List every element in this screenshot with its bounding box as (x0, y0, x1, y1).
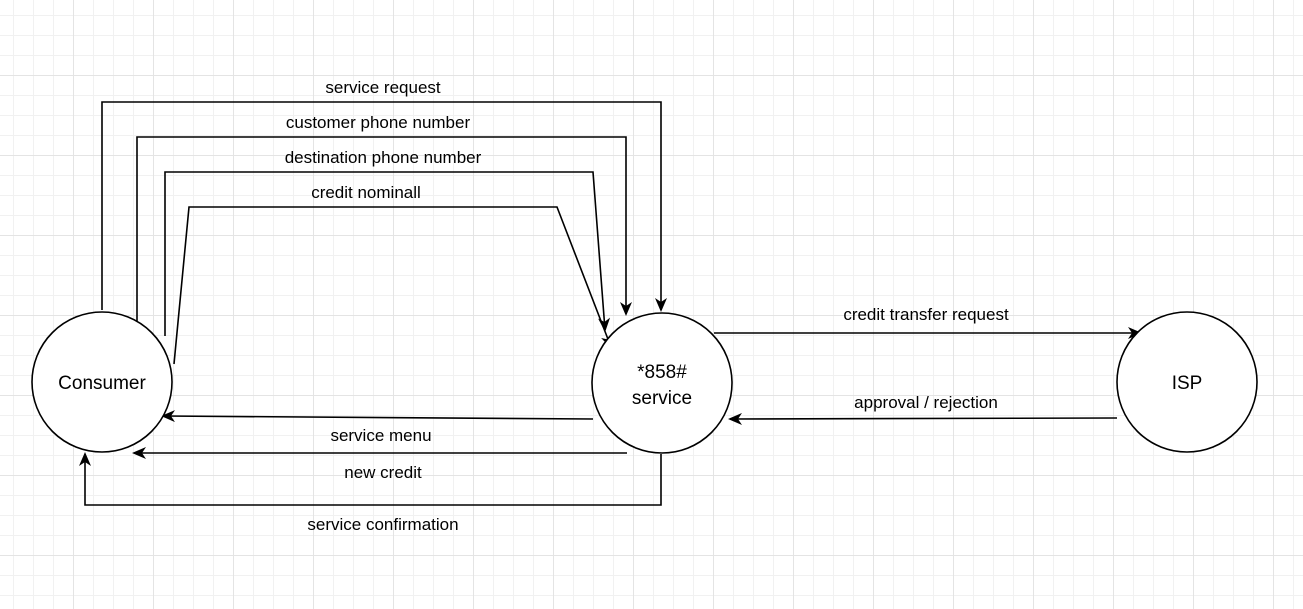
edge-service-request (101, 101, 667, 312)
node-service[interactable]: *858# service (591, 312, 733, 454)
label-new-credit: new credit (344, 463, 422, 482)
isp-circle (1116, 311, 1258, 453)
label-destination-phone-number: destination phone number (285, 148, 482, 167)
isp-label: ISP (1172, 373, 1203, 394)
edge-destination-phone-number (164, 171, 611, 336)
node-consumer[interactable]: Consumer (31, 311, 173, 453)
consumer-label: Consumer (58, 373, 146, 394)
edge-service-confirmation (79, 452, 662, 506)
label-approval-rejection: approval / rejection (854, 393, 998, 412)
service-label-line2: service (632, 388, 692, 409)
service-circle (591, 312, 733, 454)
node-isp[interactable]: ISP (1116, 311, 1258, 453)
label-service-request: service request (325, 78, 441, 97)
edge-customer-phone-number (136, 136, 632, 330)
edge-service-menu (161, 410, 594, 423)
label-credit-transfer-request: credit transfer request (843, 305, 1009, 324)
label-customer-phone-number: customer phone number (286, 113, 471, 132)
label-credit-nominal: credit nominall (311, 183, 421, 202)
edge-approval-rejection (728, 412, 1118, 425)
label-service-menu: service menu (330, 426, 431, 445)
service-label-line1: *858# (637, 362, 687, 383)
edge-credit-nominal (173, 206, 613, 365)
consumer-circle (31, 311, 173, 453)
label-service-confirmation: service confirmation (307, 515, 458, 534)
